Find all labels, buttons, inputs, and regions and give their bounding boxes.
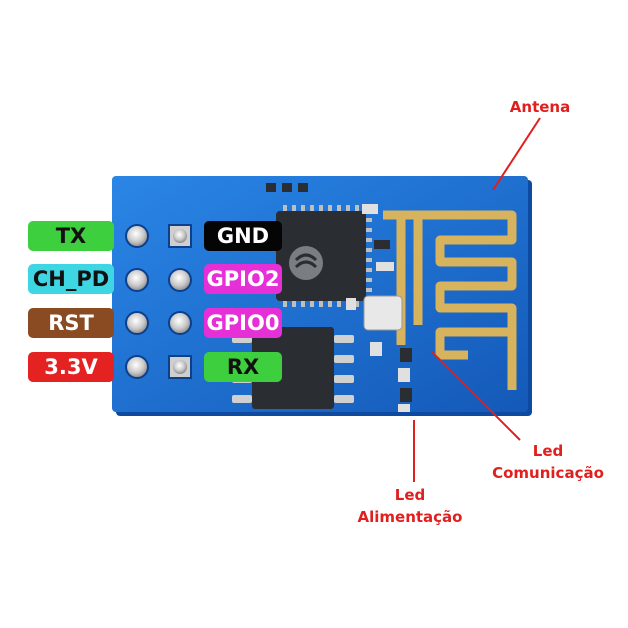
pin-label-3v3: 3.3V <box>28 352 114 382</box>
pin-hole-gpio0 <box>168 311 192 335</box>
callout-led-power: Led Alimentação <box>340 484 480 528</box>
pin-hole-tx <box>125 224 149 248</box>
callout-led-comm-line1: Led <box>532 442 564 460</box>
led-comm-callout-line <box>431 351 521 441</box>
smd-components <box>266 183 412 412</box>
pin-label-gpio2: GPIO2 <box>204 264 282 294</box>
pin-hole-gpio2 <box>168 268 192 292</box>
callout-led-power-line2: Alimentação <box>357 508 463 526</box>
callout-led-power-line1: Led <box>394 486 426 504</box>
pin-label-rx: RX <box>204 352 282 382</box>
callout-antenna: Antena <box>509 98 571 116</box>
pin-label-ch-pd: CH_PD <box>28 264 114 294</box>
header-pins <box>125 224 192 379</box>
pin-label-gpio0: GPIO0 <box>204 308 282 338</box>
antenna-callout-line <box>492 117 541 191</box>
crystal-oscillator <box>363 295 403 331</box>
pin-hole-rst <box>125 311 149 335</box>
pin-label-rst: RST <box>28 308 114 338</box>
callout-led-communication: Led Comunicação <box>478 440 618 484</box>
pin-label-tx: TX <box>28 221 114 251</box>
callout-led-comm-line2: Comunicação <box>492 464 604 482</box>
esp8266-chip <box>276 205 372 307</box>
pin-hole-ch-pd <box>125 268 149 292</box>
callout-lines <box>413 117 541 482</box>
pin-hole-3v3 <box>125 355 149 379</box>
pin-label-gnd: GND <box>204 221 282 251</box>
